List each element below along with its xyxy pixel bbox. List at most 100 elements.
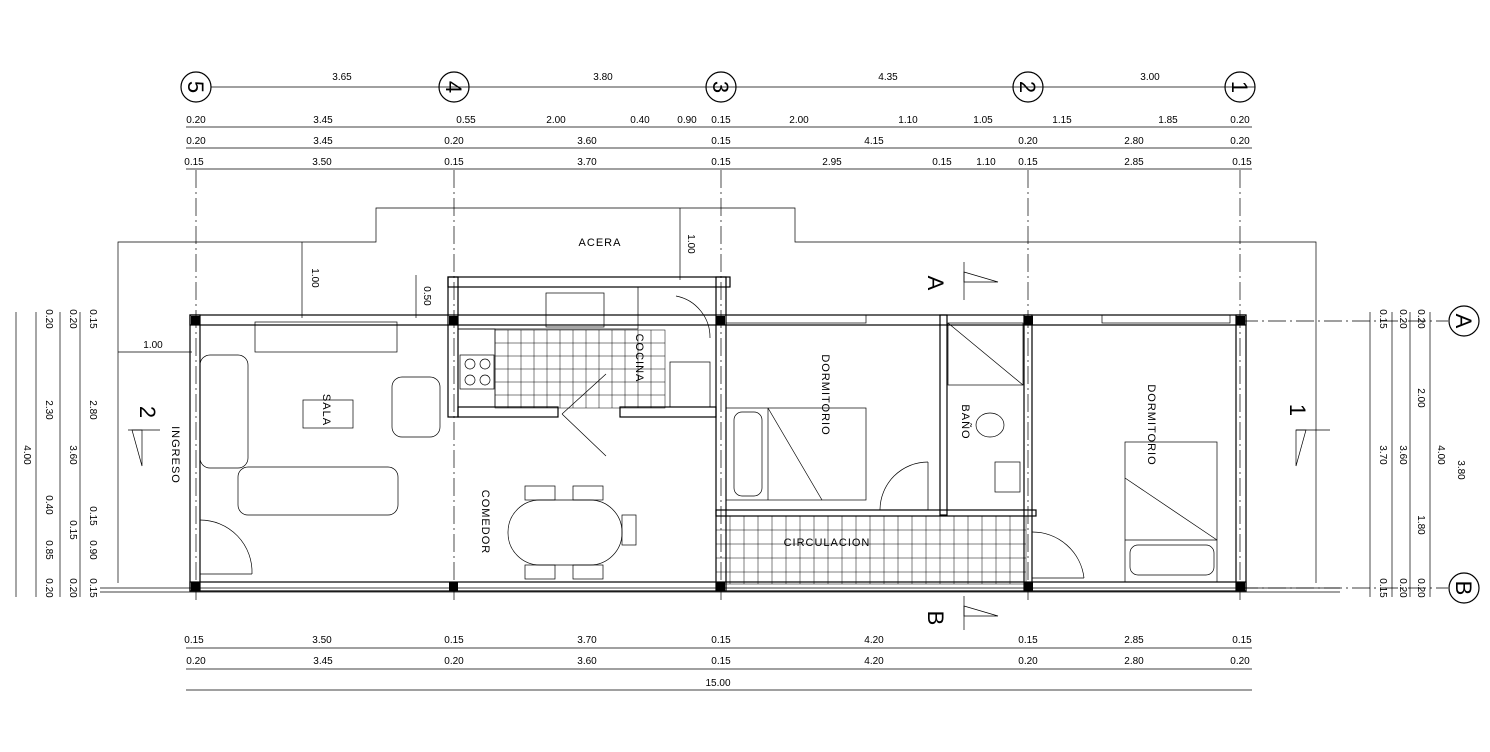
columns (191, 316, 1245, 591)
right-dim-11: 4.00 (1435, 445, 1446, 465)
svg-text:1.85: 1.85 (1158, 115, 1178, 126)
svg-text:1.05: 1.05 (973, 115, 993, 126)
axis-bubble-b: B (1448, 572, 1480, 604)
svg-text:1.10: 1.10 (898, 115, 918, 126)
svg-text:0.15: 0.15 (444, 635, 464, 646)
section-lines (128, 262, 1330, 630)
svg-text:A: A (1451, 314, 1476, 329)
svg-text:0.20: 0.20 (444, 136, 464, 147)
sofa-set (199, 354, 441, 516)
svg-text:0.15: 0.15 (711, 115, 731, 126)
svg-text:2.85: 2.85 (1124, 157, 1144, 168)
svg-text:2.95: 2.95 (822, 157, 842, 168)
dim-3: 0.50 (421, 286, 432, 306)
room-label-dormitorio-1: DORMITORIO (819, 354, 831, 435)
svg-text:0.15: 0.15 (711, 136, 731, 147)
right-dim-9: 1.80 (1415, 515, 1426, 535)
room-label-ingreso: INGRESO (169, 426, 181, 484)
section-mark-2: 2 (135, 406, 160, 418)
left-dim-2: 2.30 (43, 400, 54, 420)
right-dim-2: 0.20 (1397, 309, 1408, 329)
svg-text:0.15: 0.15 (1018, 635, 1038, 646)
bathroom (947, 322, 1024, 493)
svg-text:0.15: 0.15 (711, 635, 731, 646)
svg-text:0.20: 0.20 (444, 656, 464, 667)
svg-text:0.15: 0.15 (444, 157, 464, 168)
svg-text:2.80: 2.80 (1124, 136, 1144, 147)
left-dim-5: 0.20 (43, 578, 54, 598)
svg-text:0.20: 0.20 (186, 656, 206, 667)
svg-text:4.20: 4.20 (864, 656, 884, 667)
bed-1 (725, 407, 867, 501)
left-dim-14: 0.15 (87, 578, 98, 598)
right-dim-6: 3.60 (1397, 445, 1408, 465)
svg-text:2.00: 2.00 (546, 115, 566, 126)
svg-text:0.15: 0.15 (184, 635, 204, 646)
right-dim-12: 3.80 (1455, 460, 1466, 480)
svg-text:0.20: 0.20 (1230, 136, 1250, 147)
svg-text:2.80: 2.80 (1124, 656, 1144, 667)
svg-text:0.15: 0.15 (184, 157, 204, 168)
right-dim-1: 0.15 (1377, 309, 1388, 329)
axis-bubble-5: 5 (180, 71, 212, 103)
left-dim-7: 0.40 (43, 495, 54, 515)
svg-text:4.20: 4.20 (864, 635, 884, 646)
svg-text:0.20: 0.20 (1018, 136, 1038, 147)
right-dimensions (1369, 312, 1431, 597)
svg-text:3.70: 3.70 (577, 157, 597, 168)
left-dim-9: 0.20 (67, 578, 78, 598)
svg-text:0.15: 0.15 (711, 656, 731, 667)
left-dim-6: 0.20 (67, 309, 78, 329)
svg-text:3.00: 3.00 (1140, 72, 1160, 83)
room-label-circulacion: CIRCULACION (784, 537, 871, 549)
left-dim-1: 0.20 (43, 309, 54, 329)
svg-text:3.70: 3.70 (577, 635, 597, 646)
svg-text:3.50: 3.50 (312, 157, 332, 168)
left-dim-3: 4.00 (21, 445, 32, 465)
svg-text:1.10: 1.10 (976, 157, 996, 168)
svg-text:0.55: 0.55 (456, 115, 476, 126)
top-dimension-rows: 3.65 3.80 4.35 3.00 0.20 3.45 0.55 2.00 … (184, 72, 1252, 170)
left-dim-11: 2.80 (87, 400, 98, 420)
svg-text:0.15: 0.15 (1018, 157, 1038, 168)
svg-text:3.45: 3.45 (313, 115, 333, 126)
svg-text:3.60: 3.60 (577, 656, 597, 667)
axis-bubble-a: A (1448, 305, 1480, 337)
left-dim-12: 0.15 (87, 506, 98, 526)
svg-text:0.20: 0.20 (186, 136, 206, 147)
right-dim-5: 0.20 (1397, 578, 1408, 598)
svg-text:0.20: 0.20 (186, 115, 206, 126)
dim-1: 1.00 (309, 268, 320, 288)
svg-text:0.20: 0.20 (1230, 115, 1250, 126)
left-dim-4: 0.85 (43, 540, 54, 560)
svg-text:1.15: 1.15 (1052, 115, 1072, 126)
right-dim-10: 0.20 (1415, 578, 1426, 598)
misc-dimensions (118, 208, 681, 353)
kitchen-tile (494, 329, 1027, 585)
svg-text:3.80: 3.80 (593, 72, 613, 83)
svg-text:3.45: 3.45 (313, 136, 333, 147)
room-label-acera: ACERA (579, 237, 622, 249)
doors (199, 295, 1085, 579)
section-mark-a: A (923, 276, 948, 291)
svg-text:4.35: 4.35 (878, 72, 898, 83)
svg-text:0.15: 0.15 (711, 157, 731, 168)
svg-text:0.15: 0.15 (1232, 635, 1252, 646)
right-dim-7: 0.20 (1415, 309, 1426, 329)
bottom-dimension-rows: 0.15 3.50 0.15 3.70 0.15 4.20 0.15 2.85 … (184, 635, 1252, 691)
svg-text:B: B (1451, 581, 1476, 596)
right-dim-8: 2.00 (1415, 388, 1426, 408)
right-dim-4: 0.15 (1377, 578, 1388, 598)
bed-2 (1124, 441, 1218, 583)
room-label-comedor: COMEDOR (479, 490, 491, 554)
svg-text:4.15: 4.15 (864, 136, 884, 147)
dining-table (507, 485, 637, 580)
svg-text:3.60: 3.60 (577, 136, 597, 147)
room-label-bano: BAÑO (959, 404, 972, 439)
kitchen-counter (457, 286, 711, 408)
svg-text:3.45: 3.45 (313, 656, 333, 667)
svg-text:0.20: 0.20 (1230, 656, 1250, 667)
svg-text:5: 5 (183, 81, 208, 93)
section-mark-b: B (923, 611, 948, 626)
